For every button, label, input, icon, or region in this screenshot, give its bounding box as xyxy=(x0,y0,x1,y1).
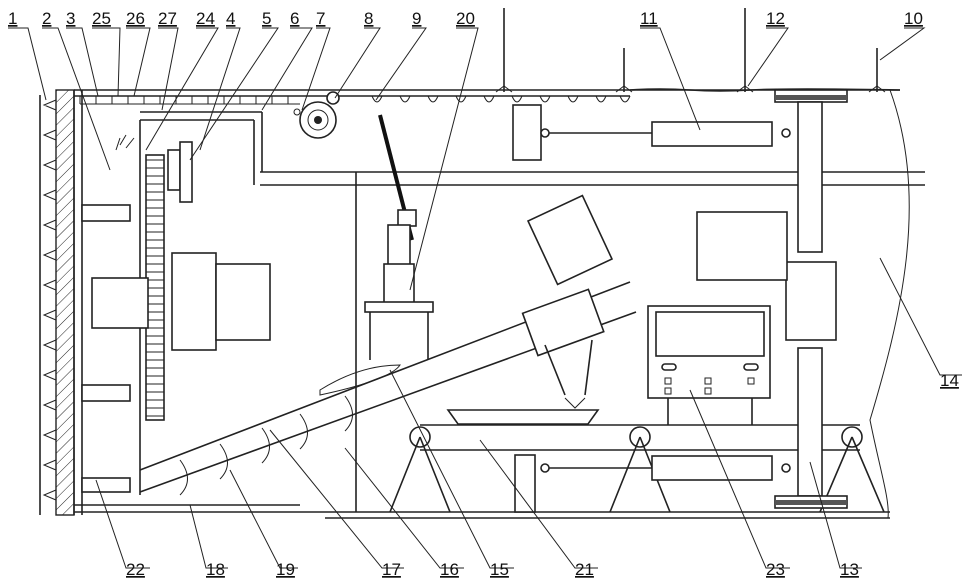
label-2: 2 xyxy=(42,9,51,28)
label-5: 5 xyxy=(262,9,271,28)
label-8: 8 xyxy=(364,9,373,28)
label-1: 1 xyxy=(8,9,17,28)
spray-nozzles-rear xyxy=(372,96,630,102)
blower-unit xyxy=(294,92,339,138)
drill-rig xyxy=(365,115,433,360)
label-26: 26 xyxy=(126,9,145,28)
spray-nozzles-front xyxy=(80,96,300,104)
label-17: 17 xyxy=(382,560,401,579)
label-24: 24 xyxy=(196,9,215,28)
label-23: 23 xyxy=(766,560,785,579)
label-21: 21 xyxy=(575,560,594,579)
label-12: 12 xyxy=(766,9,785,28)
hydraulic-cylinder-lower xyxy=(541,456,790,480)
support-column xyxy=(697,90,847,508)
label-7: 7 xyxy=(316,9,325,28)
cutter-teeth xyxy=(44,100,56,500)
label-3: 3 xyxy=(66,9,75,28)
label-9: 9 xyxy=(412,9,421,28)
label-19: 19 xyxy=(276,560,295,579)
label-20: 20 xyxy=(456,9,475,28)
label-15: 15 xyxy=(490,560,509,579)
hydraulic-cylinder-upper xyxy=(513,105,790,160)
label-10: 10 xyxy=(904,9,923,28)
label-18: 18 xyxy=(206,560,225,579)
label-22: 22 xyxy=(126,560,145,579)
label-6: 6 xyxy=(290,9,299,28)
label-25: 25 xyxy=(92,9,111,28)
label-27: 27 xyxy=(158,9,177,28)
gear-drive xyxy=(82,120,270,495)
cutter-head xyxy=(40,90,82,515)
label-4: 4 xyxy=(226,9,235,28)
label-16: 16 xyxy=(440,560,459,579)
label-13: 13 xyxy=(840,560,859,579)
label-11: 11 xyxy=(640,9,658,28)
roof-anchors xyxy=(496,8,885,92)
label-14: 14 xyxy=(940,371,959,390)
control-panel xyxy=(648,306,770,425)
